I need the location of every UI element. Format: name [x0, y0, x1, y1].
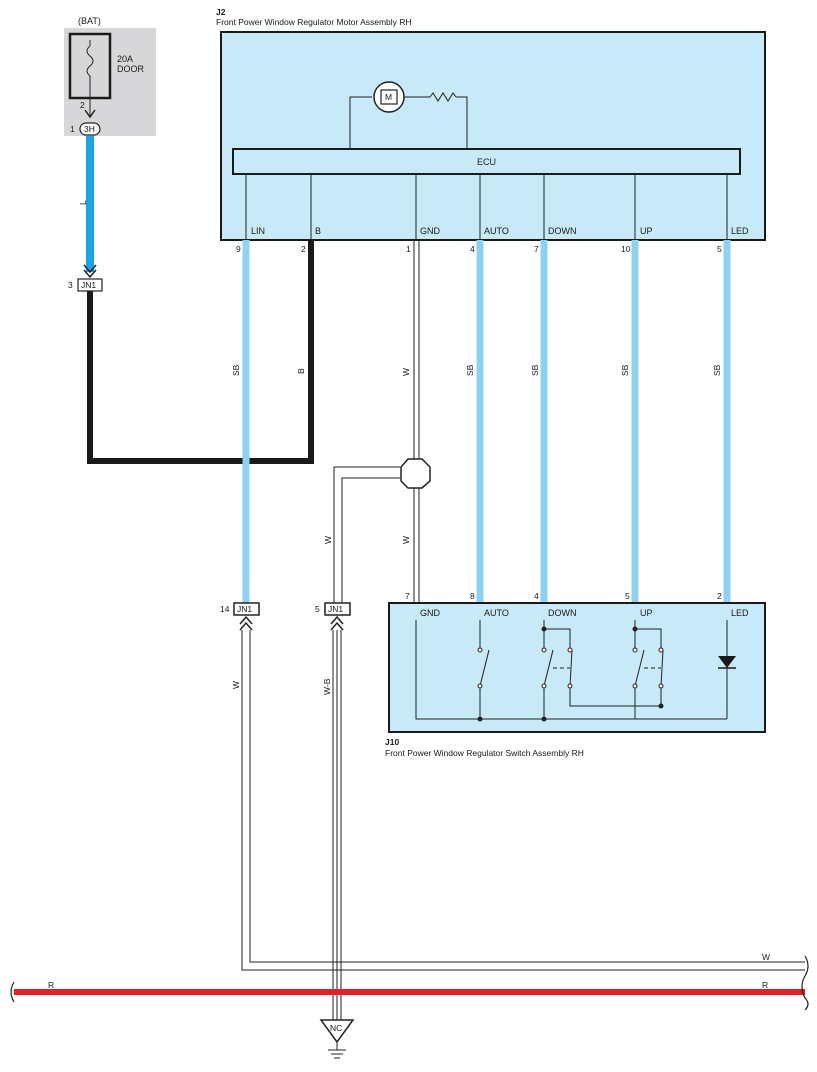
ecu-box — [232, 148, 741, 175]
wire-w-bus-label: W — [762, 952, 770, 962]
wire-w-label-branch: W — [323, 536, 333, 544]
connector-3h-pin: 1 — [70, 124, 75, 134]
ecu-terminal-lines — [245, 174, 728, 240]
jn1-top-code: JN1 — [81, 280, 96, 290]
wire-b — [87, 240, 314, 464]
ground-label: NC — [330, 1023, 342, 1033]
j10-pin-down: 4 — [534, 591, 539, 601]
fuse-icon — [86, 45, 94, 77]
jn1-left-chevron-icon — [239, 615, 253, 631]
j2-pin-auto: 4 — [470, 244, 475, 254]
j10-pin-numbers: 7 8 4 5 2 — [405, 591, 722, 601]
fuse-rating: 20A — [117, 54, 133, 64]
wire-w-gnd — [333, 240, 420, 603]
j10-term-down: DOWN — [548, 608, 577, 618]
j10-term-gnd: GND — [420, 608, 441, 618]
j10-pin-up: 5 — [625, 591, 630, 601]
j10-terminal-labels: GND AUTO DOWN UP LED — [420, 608, 749, 618]
j2-terminal-labels: LIN B GND AUTO DOWN UP LED — [251, 226, 749, 236]
j10-name: Front Power Window Regulator Switch Asse… — [385, 748, 584, 758]
ecu-label: ECU — [477, 157, 496, 167]
connector-chevron-icon — [84, 109, 96, 119]
wire-sb-led-label: SB — [712, 364, 722, 376]
wire-w-label-upper: W — [401, 368, 411, 376]
j2-component-box — [220, 31, 766, 241]
j10-pin-gnd: 7 — [405, 591, 410, 601]
j2-pin-gnd: 1 — [406, 244, 411, 254]
j10-pin-auto: 8 — [470, 591, 475, 601]
wire-wb — [332, 630, 342, 1020]
wire-break-left-icon — [10, 981, 15, 1003]
j2-term-gnd: GND — [420, 226, 441, 236]
switch-contacts — [477, 647, 664, 689]
jn1-top-chevron-icon — [83, 264, 97, 279]
j2-term-lin: LIN — [251, 226, 265, 236]
j2-term-up: UP — [640, 226, 653, 236]
junction-dots — [477, 626, 664, 722]
jn1-mid-chevron-icon — [330, 615, 344, 631]
resistor-icon — [429, 92, 457, 102]
j10-term-up: UP — [640, 608, 653, 618]
j2-term-led: LED — [731, 226, 749, 236]
j2-pin-b: 2 — [301, 244, 306, 254]
wire-w-bottom-label: W — [231, 681, 241, 689]
connector-3h-code: 3H — [84, 124, 95, 134]
wire-r-label-left: R — [48, 980, 54, 990]
j2-pin-led: 5 — [717, 244, 722, 254]
wire-w-bottom — [241, 630, 805, 971]
j10-term-led: LED — [731, 608, 749, 618]
jn1-mid — [324, 602, 351, 616]
j2-pin-down: 7 — [534, 244, 539, 254]
wire-w-label-lower: W — [401, 536, 411, 544]
wire-wb-label: W-B — [322, 678, 332, 695]
battery-label: (BAT) — [78, 16, 101, 26]
fuse-pin-top: 2 — [80, 100, 85, 110]
j10-term-auto: AUTO — [484, 608, 509, 618]
j2-code: J2 — [216, 7, 226, 17]
wire-sb-up-label: SB — [620, 364, 630, 376]
wire-b-label: B — [296, 368, 306, 374]
led-diode-icon — [718, 656, 736, 669]
j2-term-b: B — [315, 226, 321, 236]
wire-l-label: L — [78, 200, 88, 205]
motor-label: M — [385, 92, 392, 102]
sb-wires — [242, 240, 731, 603]
jn1-left-pin: 14 — [220, 604, 230, 614]
jn1-top-pin: 3 — [68, 280, 73, 290]
j10-code: J10 — [385, 737, 399, 747]
splice-octagon — [400, 458, 431, 489]
jn1-left-code: JN1 — [237, 604, 252, 614]
fuse-name: DOOR — [117, 64, 145, 74]
connector-3h — [79, 122, 101, 136]
wire-sb-lin-label: SB — [231, 364, 241, 376]
wire-sb-auto-label: SB — [465, 364, 475, 376]
j2-name: Front Power Window Regulator Motor Assem… — [216, 17, 412, 27]
switch-circuit — [415, 620, 728, 720]
wire-r-label-right: R — [762, 980, 768, 990]
jn1-mid-pin: 5 — [315, 604, 320, 614]
ground-triangle — [319, 1019, 355, 1044]
j10-pin-led: 2 — [717, 591, 722, 601]
jn1-mid-code: JN1 — [328, 604, 343, 614]
j2-pin-up: 10 — [621, 244, 631, 254]
ground-symbol-icon — [328, 1042, 346, 1059]
j10-component-box — [388, 602, 766, 733]
j2-term-auto: AUTO — [484, 226, 509, 236]
wire-break-right-icon — [801, 955, 809, 1011]
wire-sb-down-label: SB — [530, 364, 540, 376]
j2-pin-numbers: 9 2 1 4 7 10 5 — [236, 244, 722, 254]
j2-pin-lin: 9 — [236, 244, 241, 254]
j2-term-down: DOWN — [548, 226, 577, 236]
jn1-left — [233, 602, 260, 616]
